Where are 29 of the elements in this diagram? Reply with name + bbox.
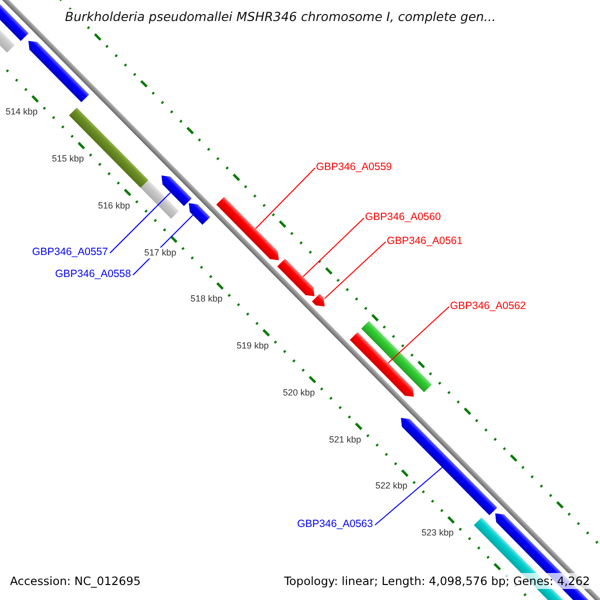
tick-label: 519 kbp bbox=[236, 340, 270, 352]
tick-label: 518 kbp bbox=[189, 294, 224, 305]
tick-label: 514 kbp bbox=[4, 106, 39, 118]
gene-label: GBP346_A0558 bbox=[55, 267, 131, 281]
tick-label: 520 kbp bbox=[282, 387, 316, 398]
gene-label: GBP346_A0561 bbox=[386, 234, 463, 248]
leader-line bbox=[110, 192, 171, 254]
gene-feature bbox=[216, 196, 279, 260]
leader-line bbox=[324, 241, 386, 300]
gene-label: GBP346_A0563 bbox=[297, 517, 373, 531]
leader-line bbox=[302, 218, 364, 278]
tick-label: 515 kbp bbox=[50, 154, 85, 164]
gene-label: GBP346_A0560 bbox=[365, 210, 441, 224]
tick-label: 517 kbp bbox=[143, 247, 178, 258]
leader-line bbox=[255, 168, 316, 230]
leader-line bbox=[374, 466, 443, 526]
gene-label: GBP346_A0557 bbox=[32, 245, 108, 259]
gene-feature bbox=[350, 332, 414, 397]
gene-label: GBP346_A0562 bbox=[450, 298, 526, 313]
tick-label: 521 kbp bbox=[328, 434, 362, 446]
tick-label: 523 kbp bbox=[420, 528, 455, 539]
gene-feature bbox=[188, 203, 210, 225]
tick-label: 522 kbp bbox=[374, 480, 408, 492]
gene-feature bbox=[162, 176, 192, 206]
leader-line bbox=[388, 306, 450, 364]
gene-feature bbox=[312, 294, 325, 307]
gene-feature bbox=[277, 258, 314, 296]
tick-label: 516 kbp bbox=[97, 200, 132, 212]
gene-label: GBP346_A0559 bbox=[316, 160, 392, 174]
